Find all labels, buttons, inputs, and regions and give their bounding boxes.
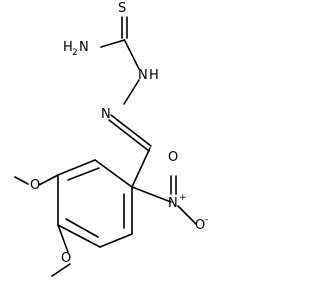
- amine-subscript: 2: [72, 48, 78, 58]
- bond-ring-nitro: [131, 186, 172, 203]
- bond-c-nh2: [100, 39, 126, 48]
- bond-o-ch3-lower: [51, 263, 71, 277]
- bond-ring-o-upper: [38, 174, 59, 186]
- imine-n-label: N: [101, 107, 111, 122]
- ring-inner-bond-b: [65, 218, 99, 238]
- methoxy-o-upper-label: O: [30, 178, 40, 193]
- ring-inner-bond-a: [67, 167, 100, 181]
- methoxy-o-lower-label: O: [61, 251, 71, 266]
- nitro-n-label: N: [168, 196, 178, 211]
- bond-o-ch3-upper: [14, 176, 29, 185]
- bond-n-ch-double-a: [110, 114, 152, 147]
- amine-h-label: H: [63, 40, 73, 55]
- ring-bond-1: [94, 159, 133, 188]
- ring-bond-5: [99, 233, 133, 248]
- nitro-plus-charge: +: [179, 193, 187, 203]
- molecule-structure: S H 2 N N H N N + O O - O O: [14, 1, 208, 277]
- nitro-minus-charge: -: [205, 215, 208, 225]
- nitro-o-top-label: O: [168, 150, 178, 165]
- bond-n-ch-double-b: [108, 119, 150, 152]
- bond-c-nh: [123, 39, 140, 70]
- molecule-canvas: S H 2 N N H N N + O O - O O: [14, 1, 208, 277]
- bond-nh-n: [123, 79, 140, 105]
- ring-bond-2: [57, 159, 96, 176]
- bond-ch-ring: [131, 147, 151, 188]
- hydrazine-h-label: H: [149, 68, 159, 83]
- bond-ring-o-lower: [57, 224, 69, 253]
- nitro-o-bottom-label: O: [195, 218, 205, 233]
- hydrazine-n-label: N: [138, 68, 148, 83]
- bond-n-o-minus: [177, 205, 197, 225]
- amine-n-label: N: [79, 40, 89, 55]
- sulfur-label: S: [118, 1, 126, 16]
- ring-bond-4: [57, 224, 101, 248]
